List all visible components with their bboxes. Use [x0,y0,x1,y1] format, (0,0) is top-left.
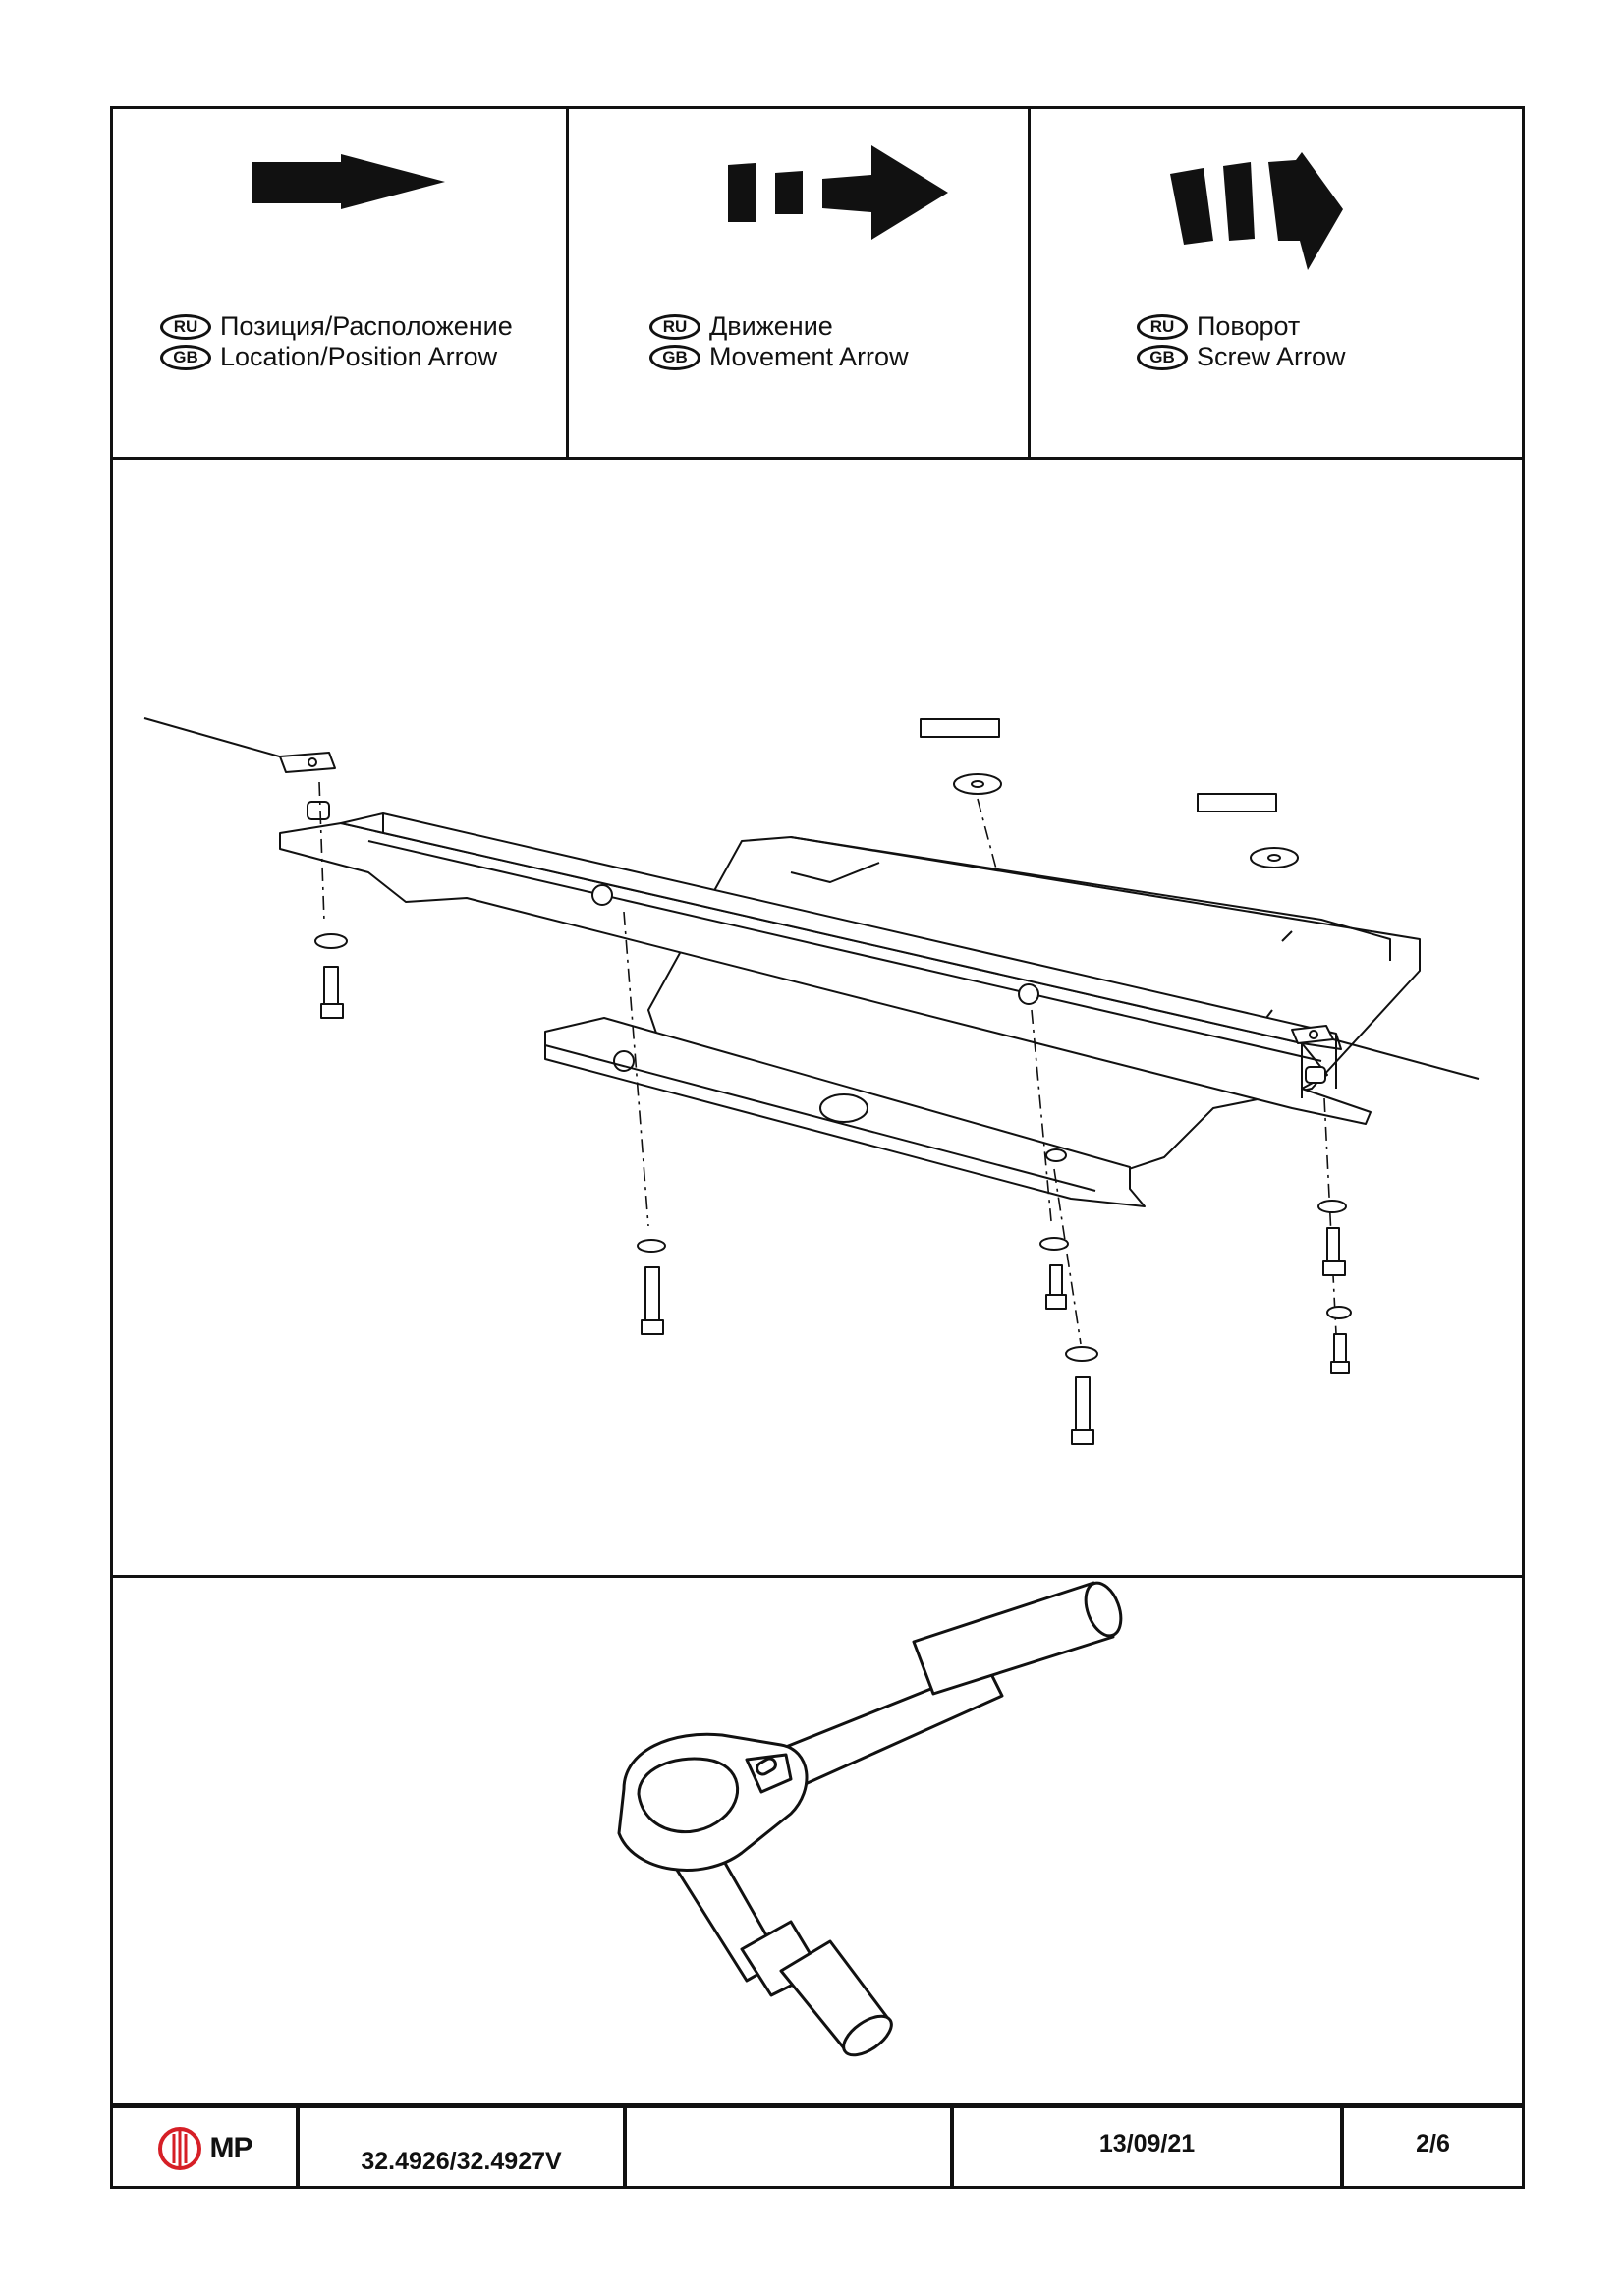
assembly-drawing-panel [113,460,1522,1578]
page-number: 2/6 [1416,2129,1450,2157]
logo-text: MP [209,2132,253,2164]
title-block: MP 32.4926/32.4927V 13/09/21 2/6 [113,2103,1522,2189]
ru-badge: RU [649,313,700,340]
gb-badge: GB [1137,344,1188,370]
screw-arrow-icon [1170,152,1343,270]
tool-panel [113,1578,1522,2103]
movement-arrow-icon [728,145,948,240]
mp-logo: MP [157,2126,253,2171]
legend-gb-text: Screw Arrow [1197,342,1346,371]
legend-movement: RU Движение GB Movement Arrow [569,109,1031,457]
ru-badge: RU [1137,313,1188,340]
skid-plate-exploded-assembly-icon [143,717,1480,1445]
part-number-cell: 32.4926/32.4927V [300,2108,627,2189]
ratchet-wrench-icon [617,1581,1123,2057]
legend-gb-text: Movement Arrow [709,342,909,371]
gb-badge: GB [160,344,211,370]
ru-badge: RU [160,313,211,340]
blank-cell [627,2108,954,2189]
legend-gb-text: Location/Position Arrow [220,342,498,371]
title-block-logo-cell: MP [113,2108,300,2189]
drawing-sheet-frame: RU Позиция/Расположение GB Location/Posi… [110,106,1525,2189]
part-number: 32.4926/32.4927V [361,2147,562,2175]
legend-screw-labels: RU Поворот GB Screw Arrow [1137,311,1346,372]
legend-ru-text: Движение [709,311,833,341]
mp-logo-icon [157,2127,201,2170]
revision-date: 13/09/21 [1098,2129,1196,2157]
legend-screw: RU Поворот GB Screw Arrow [1031,109,1525,457]
legend-movement-labels: RU Движение GB Movement Arrow [649,311,909,372]
page-number-cell: 2/6 [1344,2108,1522,2189]
legend-ru-text: Позиция/Расположение [220,311,513,341]
legend-location: RU Позиция/Расположение GB Location/Posi… [113,109,569,457]
location-arrow-icon [252,154,445,209]
legend-location-labels: RU Позиция/Расположение GB Location/Posi… [160,311,513,372]
date-cell: 13/09/21 [954,2108,1344,2189]
gb-badge: GB [649,344,700,370]
legend-ru-text: Поворот [1197,311,1301,341]
arrow-legend: RU Позиция/Расположение GB Location/Posi… [113,109,1522,460]
